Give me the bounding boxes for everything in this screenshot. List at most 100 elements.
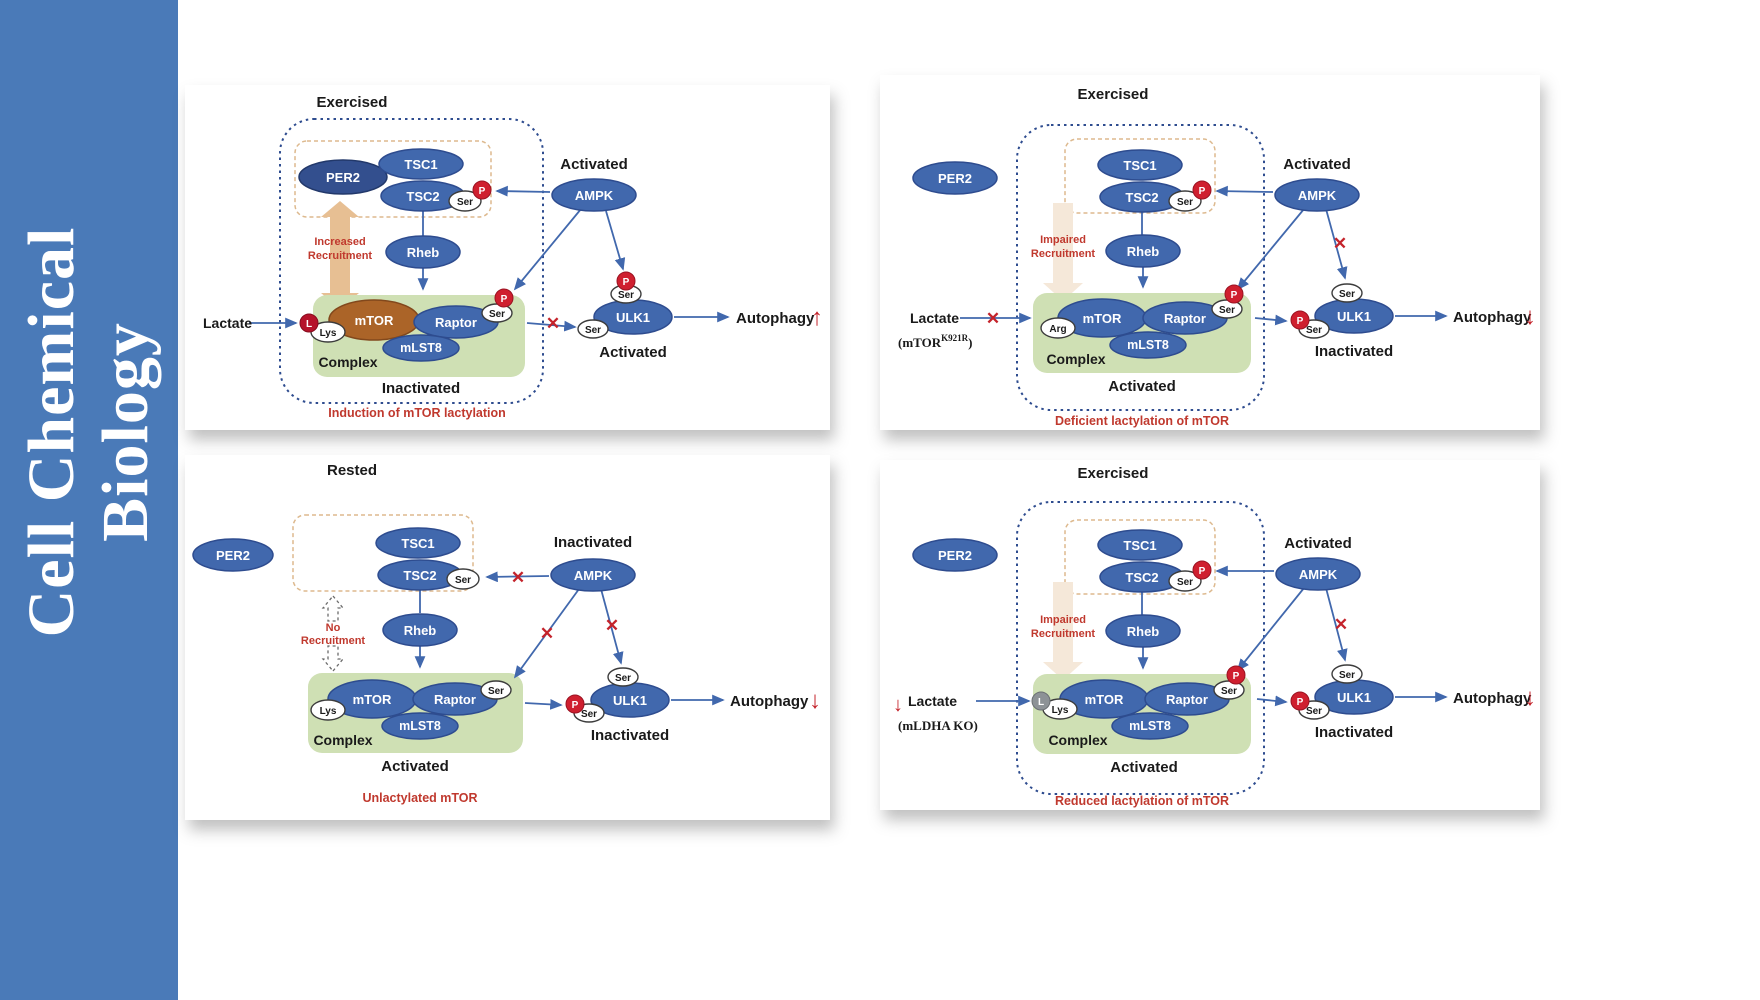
arrow-ampk-to-complex (1236, 587, 1305, 672)
x-icon: ✕ (605, 616, 619, 635)
tsc1-label: TSC1 (401, 536, 434, 551)
per2-protein (912, 538, 998, 572)
ampk-state: Activated (560, 156, 628, 173)
tsc2-phospho-label: P (1199, 186, 1206, 197)
ulk1-label: ULK1 (613, 693, 647, 708)
ulk1-ser-top-site (1331, 283, 1363, 303)
ulk1-ser-top-site (607, 667, 639, 687)
arrow-complex-to-ulk1 (1256, 695, 1288, 707)
ulk1-label: ULK1 (1337, 309, 1371, 324)
tsc1-label: TSC1 (1123, 158, 1156, 173)
arrow-ampk-to-ulk1 (1325, 587, 1348, 662)
per2-label: PER2 (326, 170, 360, 185)
tsc2-phospho-label: P (1199, 566, 1206, 577)
ulk1-ser-left-site (577, 319, 609, 339)
recruitment-block-arrow-faded (1043, 582, 1083, 680)
tsc2-phospho-label: P (479, 186, 486, 197)
tsc2-label: TSC2 (1125, 570, 1158, 585)
complex-state: Inactivated (382, 380, 460, 397)
arrow-ampk-to-tsc2 (485, 571, 550, 583)
ampk-protein (1275, 557, 1361, 591)
tsc1-label: TSC1 (404, 157, 437, 172)
ampk-label: AMPK (1299, 567, 1338, 582)
ulk1-ser-left-label: Ser (581, 709, 597, 720)
per2-protein (298, 159, 388, 195)
mtor-label: mTOR (355, 313, 394, 328)
mtor-label: mTOR (353, 692, 392, 707)
ulk1-label: ULK1 (1337, 690, 1371, 705)
pathway-boundary (1016, 124, 1265, 411)
complex-state: Activated (1110, 759, 1178, 776)
recruitment-block-arrow-faded (1043, 203, 1083, 301)
per2-label: PER2 (216, 548, 250, 563)
tsc2-label: TSC2 (1125, 190, 1158, 205)
per2-protein (912, 161, 998, 195)
arg-label: Arg (1049, 324, 1066, 335)
tsc2-ser-label: Ser (455, 575, 471, 586)
inhibition-tsc2-to-rheb (412, 590, 428, 616)
arrow-complex-to-ulk1 (1254, 314, 1288, 326)
journal-title-line2: Biology (89, 322, 162, 542)
tsc1-protein (1097, 529, 1183, 561)
tsc2-ser-site (1168, 190, 1202, 212)
raptor-ser-label: Ser (488, 686, 504, 697)
genotype-label: (mLDHA KO) (898, 718, 978, 733)
ulk1-phospho-badge (616, 271, 636, 291)
raptor-label: Raptor (1164, 311, 1206, 326)
recruitment-text-2: Recruitment (1031, 248, 1096, 260)
per2-label: PER2 (938, 171, 972, 186)
ulk1-state: Inactivated (1315, 343, 1393, 360)
tsc2-ser-label: Ser (1177, 197, 1193, 208)
lys-site (310, 699, 346, 721)
lactyl-badge-reduced (1031, 691, 1051, 711)
ulk1-phospho-badge (565, 694, 585, 714)
ulk1-ser-left-label: Ser (1306, 325, 1322, 336)
panel-caption: Unlactylated mTOR (362, 791, 477, 805)
recruitment-block-arrow (321, 201, 359, 309)
raptor-phospho-badge (494, 288, 514, 308)
autophagy-up-icon: ↑ (811, 304, 823, 331)
arg-site (1040, 317, 1076, 339)
x-icon: ✕ (1334, 615, 1348, 634)
rheb-label: Rheb (1127, 624, 1160, 639)
ampk-protein (551, 178, 637, 212)
ampk-protein (1274, 178, 1360, 212)
mlst8-protein (1109, 331, 1187, 359)
tsc2-ser-site (448, 190, 482, 212)
lactate-down-icon: ↓ (893, 694, 903, 716)
ulk1-phospho-badge (1290, 310, 1310, 330)
ulk1-ser-left-label: Ser (585, 325, 601, 336)
ulk1-ser-top-label: Ser (1339, 289, 1355, 300)
x-icon: ✕ (546, 314, 560, 333)
lactyl-badge-label: L (306, 319, 312, 330)
panel-4-diagram: Exercised PER2 TSC1 TSC2 Ser P Activated… (893, 465, 1536, 808)
panel-caption: Reduced lactylation of mTOR (1055, 794, 1229, 808)
arrow-ampk-to-ulk1 (1325, 208, 1348, 280)
no-recruitment-up-arrow (321, 594, 345, 622)
recruitment-text-1: No (326, 622, 341, 634)
tsc2-phospho-badge (472, 180, 492, 200)
complex-label: Complex (318, 354, 377, 370)
arrow-ampk-to-ulk1 (605, 210, 626, 271)
complex-state: Activated (1108, 378, 1176, 395)
ulk1-phospho-label: P (572, 700, 579, 711)
recruitment-text-1: Increased (314, 236, 365, 248)
raptor-ser-site (480, 680, 512, 700)
x-icon: ✕ (540, 624, 554, 643)
mtor-label: mTOR (1085, 692, 1124, 707)
inhibition-tsc2-to-rheb (415, 211, 431, 240)
raptor-phospho-badge (1224, 284, 1244, 304)
arrow-ampk-to-tsc2 (495, 185, 551, 197)
ampk-label: AMPK (1298, 188, 1337, 203)
lys-label: Lys (320, 328, 337, 339)
lactyl-badge-label: L (1038, 697, 1044, 708)
lys-label: Lys (320, 706, 337, 717)
recruitment-zone (1064, 519, 1216, 595)
tsc2-ser-site (446, 568, 480, 590)
recruitment-text-2: Recruitment (1031, 628, 1096, 640)
tsc2-phospho-badge (1192, 560, 1212, 580)
mlst8-label: mLST8 (1129, 719, 1171, 733)
mlst8-label: mLST8 (399, 719, 441, 733)
genotype-label: (mTORK921R) (898, 333, 972, 350)
tsc2-ser-label: Ser (1177, 577, 1193, 588)
